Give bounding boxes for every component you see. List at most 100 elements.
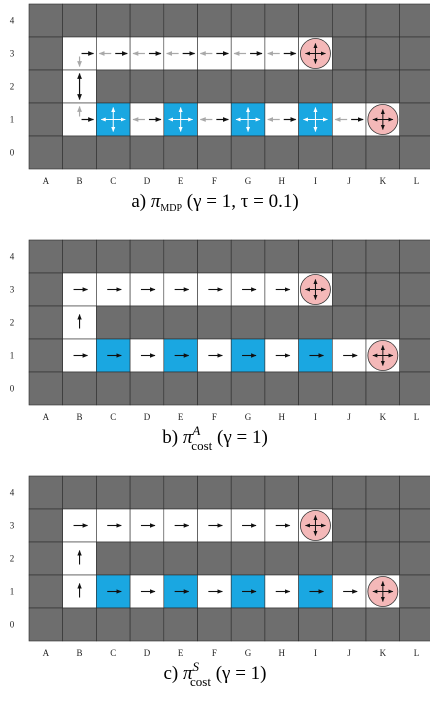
cell-I2 — [298, 69, 333, 104]
cell-G4 — [230, 3, 266, 38]
cell-J4 — [331, 475, 367, 510]
cell-A4 — [28, 239, 64, 274]
cell-I4 — [298, 3, 333, 38]
cell-H0 — [264, 135, 299, 170]
cell-E0 — [163, 607, 198, 642]
cell-H4 — [264, 3, 299, 38]
cell-L1 — [399, 338, 430, 373]
cell-J3 — [331, 272, 367, 307]
column-label: A — [43, 648, 50, 658]
cell-C2 — [96, 541, 131, 576]
cell-A3 — [28, 36, 64, 71]
cell-I0 — [298, 607, 333, 642]
column-label: E — [178, 412, 184, 422]
cell-L2 — [399, 305, 430, 340]
column-label: J — [347, 412, 351, 422]
cell-A3 — [28, 272, 64, 307]
cell-G2 — [230, 541, 266, 576]
cell-K2 — [365, 541, 401, 576]
cell-I2 — [298, 305, 333, 340]
cell-B4 — [62, 475, 97, 510]
cell-K2 — [365, 305, 401, 340]
cell-K3 — [365, 272, 401, 307]
cell-J3 — [331, 36, 367, 71]
row-label: 2 — [10, 318, 15, 328]
cell-L0 — [399, 371, 430, 406]
column-label: I — [314, 176, 317, 186]
row-label: 0 — [10, 148, 15, 158]
cell-J4 — [331, 239, 367, 274]
cell-F4 — [197, 239, 232, 274]
cell-E4 — [163, 3, 198, 38]
column-label: C — [110, 412, 116, 422]
cell-H0 — [264, 607, 299, 642]
cell-K2 — [365, 69, 401, 104]
cell-I4 — [298, 239, 333, 274]
cell-L0 — [399, 607, 430, 642]
column-label: D — [144, 648, 151, 658]
row-label: 4 — [10, 252, 15, 262]
row-label: 4 — [10, 488, 15, 498]
cell-C0 — [96, 607, 131, 642]
column-label: B — [77, 648, 83, 658]
cell-F0 — [197, 135, 232, 170]
cell-J2 — [331, 69, 367, 104]
cell-H4 — [264, 475, 299, 510]
cell-D4 — [129, 3, 165, 38]
column-label: B — [77, 176, 83, 186]
column-label: D — [144, 412, 151, 422]
cell-E0 — [163, 371, 198, 406]
cell-G0 — [230, 135, 266, 170]
column-label: B — [77, 412, 83, 422]
cell-G2 — [230, 305, 266, 340]
cell-E4 — [163, 475, 198, 510]
cell-D0 — [129, 371, 165, 406]
row-label: 1 — [10, 587, 15, 597]
cell-C0 — [96, 135, 131, 170]
cell-J3 — [331, 508, 367, 543]
cell-J0 — [331, 371, 367, 406]
cell-J2 — [331, 541, 367, 576]
column-label: H — [279, 176, 286, 186]
cell-A1 — [28, 574, 64, 609]
cell-J4 — [331, 3, 367, 38]
cell-E4 — [163, 239, 198, 274]
cell-H2 — [264, 69, 299, 104]
column-label: A — [43, 412, 50, 422]
cell-C2 — [96, 69, 131, 104]
cell-H0 — [264, 371, 299, 406]
row-label: 3 — [10, 285, 15, 295]
cell-A0 — [28, 607, 64, 642]
cell-E2 — [163, 541, 198, 576]
cell-I0 — [298, 135, 333, 170]
cell-D4 — [129, 475, 165, 510]
row-label: 3 — [10, 521, 15, 531]
cell-G0 — [230, 607, 266, 642]
cell-L3 — [399, 272, 430, 307]
cell-C2 — [96, 305, 131, 340]
column-label: C — [110, 648, 116, 658]
cell-I2 — [298, 541, 333, 576]
column-label: L — [414, 412, 420, 422]
cell-C0 — [96, 371, 131, 406]
cell-J2 — [331, 305, 367, 340]
row-label: 1 — [10, 115, 15, 125]
cell-F0 — [197, 607, 232, 642]
cell-A0 — [28, 135, 64, 170]
column-label: H — [279, 412, 286, 422]
row-label: 2 — [10, 554, 15, 564]
cell-C4 — [96, 3, 131, 38]
cell-F4 — [197, 475, 232, 510]
cell-A2 — [28, 69, 64, 104]
cell-L4 — [399, 239, 430, 274]
cell-F2 — [197, 305, 232, 340]
column-label: G — [245, 412, 252, 422]
cell-G4 — [230, 239, 266, 274]
panel-caption: a) πMDP (γ = 1, τ = 0.1) — [131, 191, 298, 214]
cell-K0 — [365, 371, 401, 406]
column-label: I — [314, 648, 317, 658]
